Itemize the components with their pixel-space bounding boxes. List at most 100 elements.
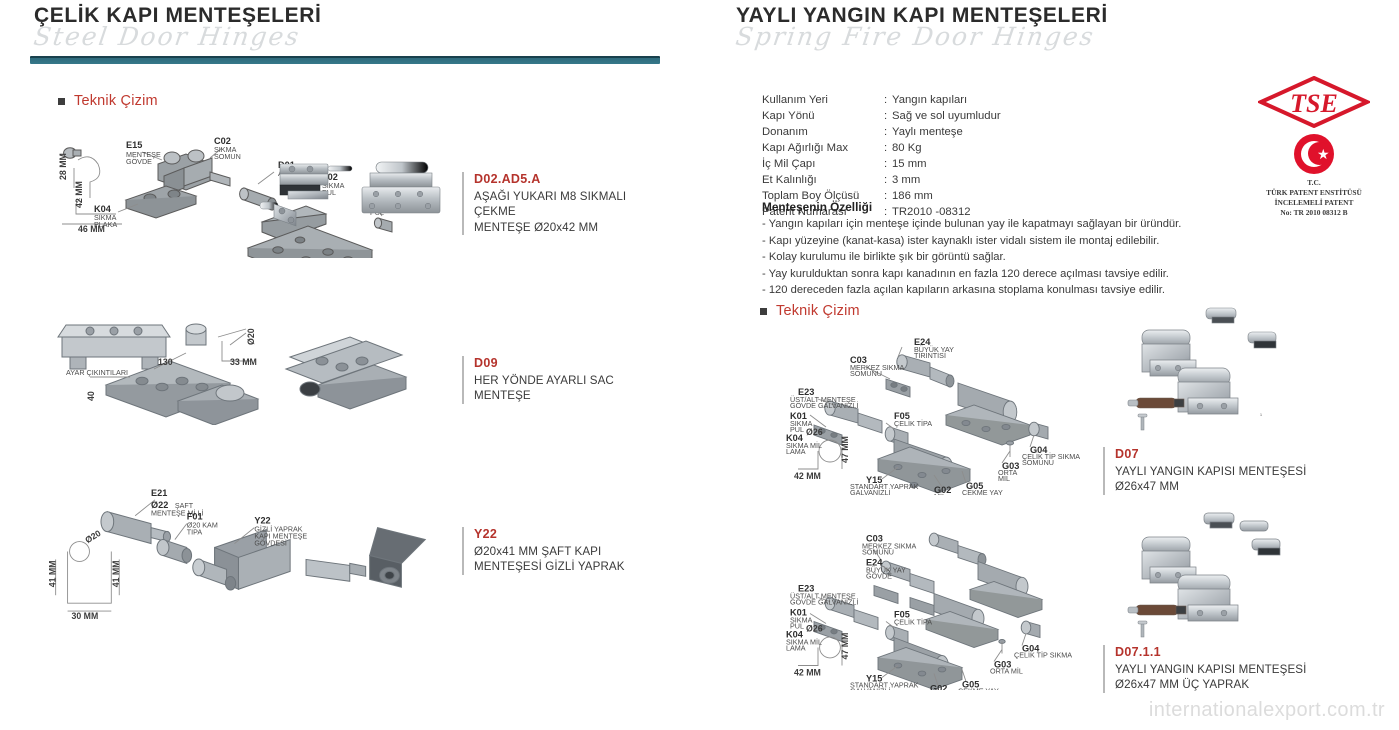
catalog-page-right: YAYLI YANGIN KAPI MENTEŞELERİ Spring Fir… — [700, 0, 1399, 730]
spec-row: Kapı Yönü : Sağ ve sol uyumludur — [762, 108, 1001, 124]
svg-text:ÇELİK TİPA: ÇELİK TİPA — [894, 618, 932, 627]
technical-drawing-d0711: C03 MERKEZ SIKMA SOMUNU E24 BÜYÜK YAY GÖ… — [786, 525, 1086, 690]
spec-row: İç Mil Çapı : 15 mm — [762, 156, 1001, 172]
spec-key: Donanım — [762, 126, 808, 139]
specifications-table: Kullanım Yeri : Yangın kapıları Kapı Yön… — [762, 92, 1001, 220]
svg-text:E21: E21 — [151, 488, 167, 498]
svg-text:GALVANİZLİ: GALVANİZLİ — [850, 488, 890, 495]
svg-text:TAPA: TAPA — [962, 494, 980, 495]
product-code: D09 — [474, 356, 498, 370]
svg-text:SOMUNU: SOMUNU — [862, 548, 894, 557]
product-code: D07.1.1 — [1115, 645, 1161, 659]
svg-text:BÜYÜK YAY: BÜYÜK YAY — [914, 345, 954, 354]
product-label-d09: D09 HER YÖNDE AYARLI SAC MENTEŞE — [462, 356, 662, 404]
svg-text:MİL: MİL — [998, 474, 1010, 483]
product-label-d0711: D07.1.1 YAYLI YANGIN KAPISI MENTEŞESİ Ø2… — [1103, 645, 1318, 693]
right-page-title-en: Spring Fire Door Hinges — [733, 22, 1097, 51]
svg-text:STANDART YAPRAK: STANDART YAPRAK — [850, 482, 919, 491]
spec-separator: : — [884, 190, 888, 203]
svg-text:PLAKA: PLAKA — [94, 220, 117, 229]
svg-text:130: 130 — [158, 357, 173, 367]
tse-diamond-icon: TSE — [1258, 76, 1370, 128]
svg-text:Ø20 KAM: Ø20 KAM — [187, 522, 218, 530]
product-desc-line2: Ø26x47 MM — [1115, 480, 1180, 494]
spec-key: Et Kalınlığı — [762, 174, 817, 187]
svg-text:KAPI MENTEŞE: KAPI MENTEŞE — [254, 533, 307, 541]
svg-text:PUL: PUL — [322, 188, 336, 197]
svg-text:G05: G05 — [966, 481, 983, 491]
product-code: D07 — [1115, 447, 1139, 461]
svg-text:SOMUNU: SOMUNU — [1022, 458, 1054, 467]
svg-text:SIKMA MİL: SIKMA MİL — [786, 638, 822, 647]
spec-key: İç Mil Çapı — [762, 158, 816, 171]
spec-key: Toplam Boy Ölçüsü — [762, 190, 860, 203]
svg-text:41 MM: 41 MM — [48, 561, 58, 588]
square-bullet-icon — [760, 307, 767, 315]
right-section-heading-label: Teknik Çizim — [776, 303, 860, 319]
svg-text:PUL: PUL — [790, 425, 804, 434]
spec-row: Donanım : Yaylı menteşe — [762, 124, 1001, 140]
svg-text:AYAR ÇIKINTILARI: AYAR ÇIKINTILARI — [66, 368, 128, 377]
svg-text:G02: G02 — [934, 485, 951, 495]
features-block: Menteşenin Özelliği - Yangın kapıları iç… — [762, 200, 1181, 299]
spec-separator: : — [884, 174, 888, 187]
svg-text:E23: E23 — [798, 584, 814, 594]
svg-text:SOMUN: SOMUN — [214, 152, 241, 161]
svg-text:E23: E23 — [798, 387, 814, 397]
product-desc-line1: Ø20x41 MM ŞAFT KAPI — [474, 545, 602, 558]
technical-drawing-y22: E21 Ø22 ŞAFT MENTEŞE Mİ Lİ F01 Ø20 KAM T… — [38, 472, 433, 627]
svg-text:ÇELİK TİP SIKMA: ÇELİK TİP SIKMA — [1014, 651, 1072, 660]
left-section-heading-label: Teknik Çizim — [74, 93, 158, 109]
spec-separator: : — [884, 126, 888, 139]
svg-text:G04: G04 — [1030, 445, 1048, 455]
svg-text:K04: K04 — [94, 204, 112, 214]
svg-text:41 MM: 41 MM — [111, 561, 121, 588]
product-code: Y22 — [474, 527, 498, 541]
spec-value: TR2010 -08312 — [892, 206, 971, 219]
certification-line4: No: TR 2010 08312 B — [1280, 207, 1348, 217]
svg-text:ÇEKME YAY: ÇEKME YAY — [962, 488, 1003, 495]
svg-text:ORTA MİL: ORTA MİL — [990, 667, 1023, 676]
spec-separator: : — [884, 206, 888, 219]
svg-text:E24: E24 — [914, 337, 931, 347]
svg-text:SIKMA MİL: SIKMA MİL — [786, 441, 822, 450]
product-photo-d02 — [258, 142, 448, 252]
svg-text:ÜST/ALT MENTEŞE: ÜST/ALT MENTEŞE — [790, 592, 856, 601]
svg-text:ÇELİK TİP SIKMA: ÇELİK TİP SIKMA — [1022, 452, 1080, 461]
spec-row: Kapı Ağırlığı Max : 80 Kg — [762, 140, 1001, 156]
certification-line1: T.C. — [1307, 178, 1321, 187]
feature-item: - Kapı yüzeyine (kanat-kasa) ister kayna… — [762, 234, 1160, 247]
feature-item: - Yay kurulduktan sonra kapı kanadının e… — [762, 267, 1169, 280]
svg-text:42 MM: 42 MM — [794, 471, 821, 481]
product-desc-line1: YAYLI YANGIN KAPISI MENTEŞESİ — [1115, 663, 1307, 676]
svg-text:42 MM: 42 MM — [794, 668, 821, 678]
svg-text:Ø26: Ø26 — [806, 624, 823, 634]
svg-text:LAMA: LAMA — [786, 447, 806, 456]
spec-value: 15 mm — [892, 158, 927, 171]
svg-text:SOMUNU: SOMUNU — [850, 369, 882, 378]
left-page-title-en: Steel Door Hinges — [31, 22, 303, 51]
svg-text:SIKMA: SIKMA — [214, 145, 237, 154]
svg-text:SIKMA: SIKMA — [790, 616, 813, 625]
product-desc-line2: Ø26x47 MM ÜÇ YAPRAK — [1115, 678, 1250, 692]
spec-key: Kapı Ağırlığı Max — [762, 142, 849, 155]
spec-value: Sağ ve sol uyumludur — [892, 110, 1001, 123]
left-header-rule — [30, 56, 660, 64]
svg-text:E24: E24 — [866, 558, 883, 568]
svg-text:GÖVDE GALVANİZLİ: GÖVDE GALVANİZLİ — [790, 401, 858, 410]
features-title: Menteşenin Özelliği — [762, 200, 873, 214]
svg-text:Ø22: Ø22 — [151, 500, 168, 510]
svg-text:30 MM: 30 MM — [72, 611, 99, 621]
svg-text:G03: G03 — [994, 660, 1011, 670]
star-icon: ★ — [1317, 146, 1330, 162]
spec-value: Yangın kapıları — [892, 94, 968, 106]
svg-text:E15: E15 — [126, 140, 142, 150]
product-desc-line2: MENTEŞE Ø20x42 MM — [474, 220, 599, 234]
svg-text:ORTA: ORTA — [998, 468, 1018, 477]
spec-separator: : — [884, 142, 888, 155]
svg-text:ÇELİK TİPA: ÇELİK TİPA — [894, 419, 932, 428]
svg-text:GÖVDE GALVANİZLİ: GÖVDE GALVANİZLİ — [790, 598, 858, 607]
feature-item: - Yangın kapıları için menteşe içinde bu… — [762, 218, 1182, 230]
spec-key: Kullanım Yeri — [762, 94, 828, 106]
product-photo-d0711 — [1120, 505, 1399, 645]
